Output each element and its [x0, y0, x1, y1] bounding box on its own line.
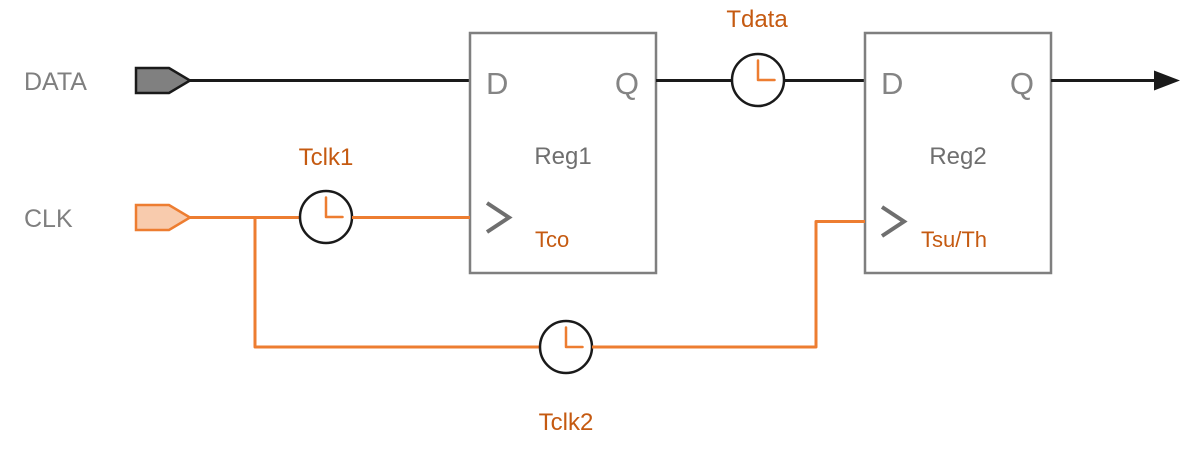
tclk1-clock-icon: [298, 189, 354, 245]
reg2-d-pin-label: D: [881, 66, 903, 101]
reg1-tco-label: Tco: [535, 227, 569, 252]
reg2-q-pin-label: Q: [1010, 66, 1034, 101]
tdata-clock-icon: [730, 52, 786, 108]
data-signal-label: DATA: [24, 68, 87, 96]
reg1-name-label: Reg1: [534, 143, 591, 170]
tdata-clock-hands-icon: [756, 59, 776, 82]
tclk1-clock-hands-icon: [324, 196, 344, 219]
reg2-box: [863, 31, 1053, 275]
tclk2-clock-icon: [538, 319, 594, 375]
reg1-clock-chevron-icon: [485, 201, 513, 234]
data-input-pin-icon: [134, 66, 193, 95]
reg1-box: [468, 31, 658, 275]
tclk1-label: Tclk1: [299, 144, 354, 171]
reg2-tsuth-label: Tsu/Th: [921, 227, 987, 252]
reg1-d-pin-label: D: [486, 66, 508, 101]
reg1-q-pin-label: Q: [615, 66, 639, 101]
clk-branch-wire-right: [592, 220, 865, 349]
tclk2-label: Tclk2: [539, 409, 594, 436]
clk-branch-wire-left: [253, 217, 540, 349]
output-arrowhead-icon: [1154, 70, 1180, 91]
clk-input-pin-icon: [134, 203, 193, 232]
tdata-label: Tdata: [726, 6, 788, 33]
clk-signal-label: CLK: [24, 205, 73, 233]
reg2-clock-chevron-icon: [880, 205, 908, 238]
tclk2-clock-hands-icon: [564, 326, 584, 349]
reg2-name-label: Reg2: [929, 143, 986, 170]
